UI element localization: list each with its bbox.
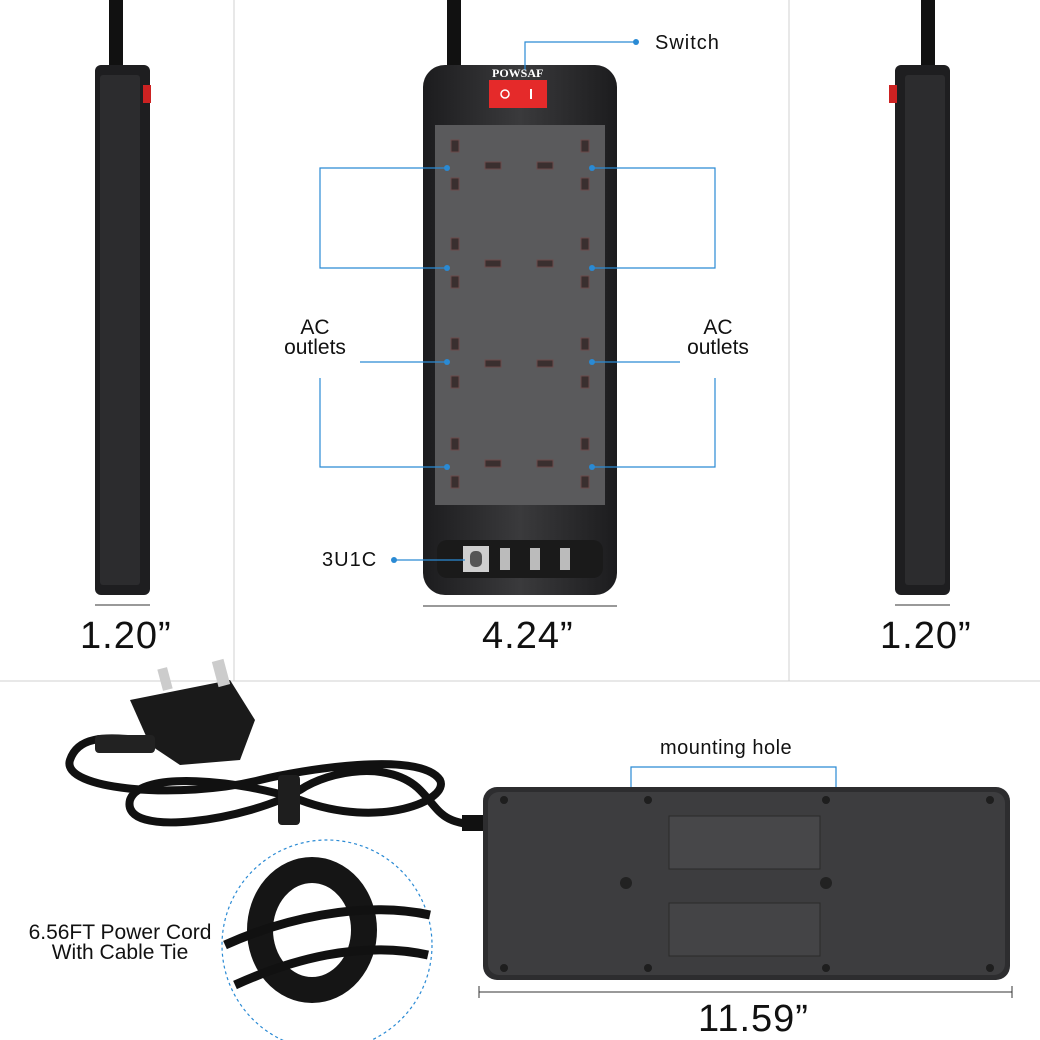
mounting-holes (620, 877, 832, 889)
socket-hole (450, 237, 460, 251)
uk-plug (95, 658, 255, 765)
side-view-left (95, 0, 151, 606)
side-view-right (889, 0, 950, 606)
ac-outlet (450, 237, 502, 289)
right-depth-dimension: 1.20” (880, 615, 972, 657)
socket-hole (580, 139, 590, 153)
socket-hole (580, 177, 590, 191)
ac-outlet (536, 437, 590, 489)
power-cord (65, 734, 489, 829)
socket-hole (450, 437, 460, 451)
ac-outlet (450, 337, 502, 389)
socket-hole (484, 161, 502, 170)
socket-hole (580, 437, 590, 451)
ac-outlet (536, 139, 590, 191)
power-cord-label: 6.56FT Power Cord With Cable Tie (5, 921, 235, 964)
usb-panel (437, 540, 603, 578)
front-view (423, 0, 617, 607)
ac-outlets-label-left: AC outlets (278, 316, 352, 359)
socket-hole (450, 475, 460, 489)
socket-hole (536, 359, 554, 368)
ac-outlet (450, 437, 502, 489)
brand-logo: POWSAF (492, 66, 544, 80)
label-line: outlets (687, 336, 749, 359)
socket-hole (484, 359, 502, 368)
socket-hole (450, 337, 460, 351)
label-line: outlets (284, 336, 346, 359)
socket-hole (536, 459, 554, 468)
length-dimension: 11.59” (698, 998, 809, 1040)
ac-outlet (536, 237, 590, 289)
ac-outlet (450, 139, 502, 191)
switch-label: Switch (655, 32, 720, 54)
mounting-hole-label: mounting hole (660, 737, 793, 759)
ac-outlets-label-right: AC outlets (681, 316, 755, 359)
left-depth-dimension: 1.20” (80, 615, 172, 657)
socket-hole (580, 337, 590, 351)
usb-ports-label: 3U1C (322, 549, 378, 571)
label-line: 6.56FT Power Cord (28, 921, 212, 944)
front-width-dimension: 4.24” (482, 615, 574, 657)
back-view (462, 787, 1013, 998)
socket-hole (450, 275, 460, 289)
ac-outlet (536, 337, 590, 389)
callout-lines (319, 41, 837, 880)
socket-hole (450, 139, 460, 153)
rating-label (668, 815, 821, 870)
outlet-faceplate (435, 125, 605, 505)
label-line: AC (300, 316, 330, 339)
socket-hole (580, 375, 590, 389)
cable-tie-detail (221, 775, 433, 1040)
socket-hole (450, 177, 460, 191)
socket-hole (580, 237, 590, 251)
ac-outlets (450, 139, 590, 489)
socket-hole (536, 259, 554, 268)
socket-hole (536, 161, 554, 170)
socket-hole (580, 475, 590, 489)
socket-hole (450, 375, 460, 389)
power-switch (489, 80, 547, 108)
socket-hole (580, 275, 590, 289)
socket-hole (484, 259, 502, 268)
label-line: AC (703, 316, 733, 339)
callout-dots (391, 39, 639, 563)
label-line: With Cable Tie (51, 941, 189, 964)
section-dividers (0, 0, 1040, 682)
socket-hole (484, 459, 502, 468)
